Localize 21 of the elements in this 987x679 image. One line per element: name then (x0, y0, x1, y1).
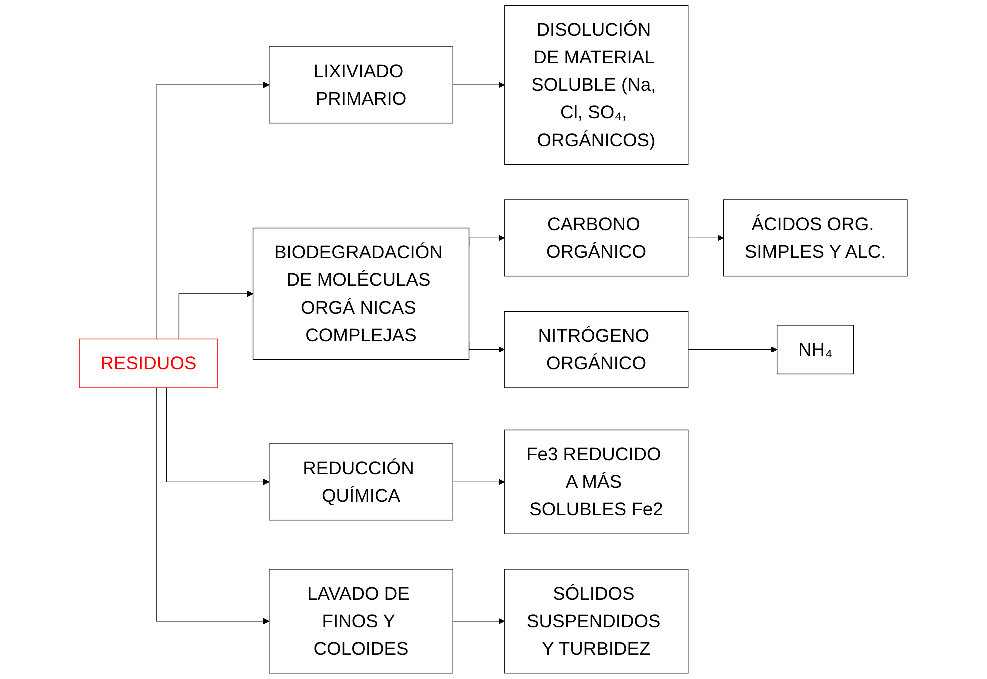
node-box: Fe3 REDUCIDO A MÁS SOLUBLES Fe2 (504, 430, 689, 534)
arrow (178, 290, 254, 340)
arrow (166, 388, 270, 486)
arrow (452, 618, 505, 624)
arrow (688, 235, 724, 242)
arrow (452, 82, 505, 88)
node-box: BIODEGRADACIÓN DE MOLÉCULAS ORGÁ NICAS COMPLEJAS (252, 228, 470, 360)
node-box: SÓLIDOS SUSPENDIDOS Y TURBIDEZ (504, 569, 689, 674)
arrow (452, 479, 505, 486)
node-box: ÁCIDOS ORG. SIMPLES Y ALC. (723, 200, 908, 277)
node-box: LIXIVIADO PRIMARIO (269, 46, 454, 124)
arrow (156, 82, 270, 340)
arrow (688, 346, 778, 353)
node-box: CARBONO ORGÁNICO (504, 200, 689, 277)
node-box: LAVADO DE FINOS Y COLOIDES (269, 569, 454, 674)
node-box: DISOLUCIÓN DE MATERIAL SOLUBLE (Na, Cl, SO₄, ORGÁNICOS) (504, 5, 689, 166)
node-box: REDUCCIÓN QUÍMICA (269, 444, 454, 521)
node-box: RESIDUOS (79, 338, 218, 388)
arrow (156, 388, 270, 624)
node-box: NH₄ (776, 325, 854, 375)
node-box: NITRÓGENO ORGÁNICO (504, 311, 689, 388)
